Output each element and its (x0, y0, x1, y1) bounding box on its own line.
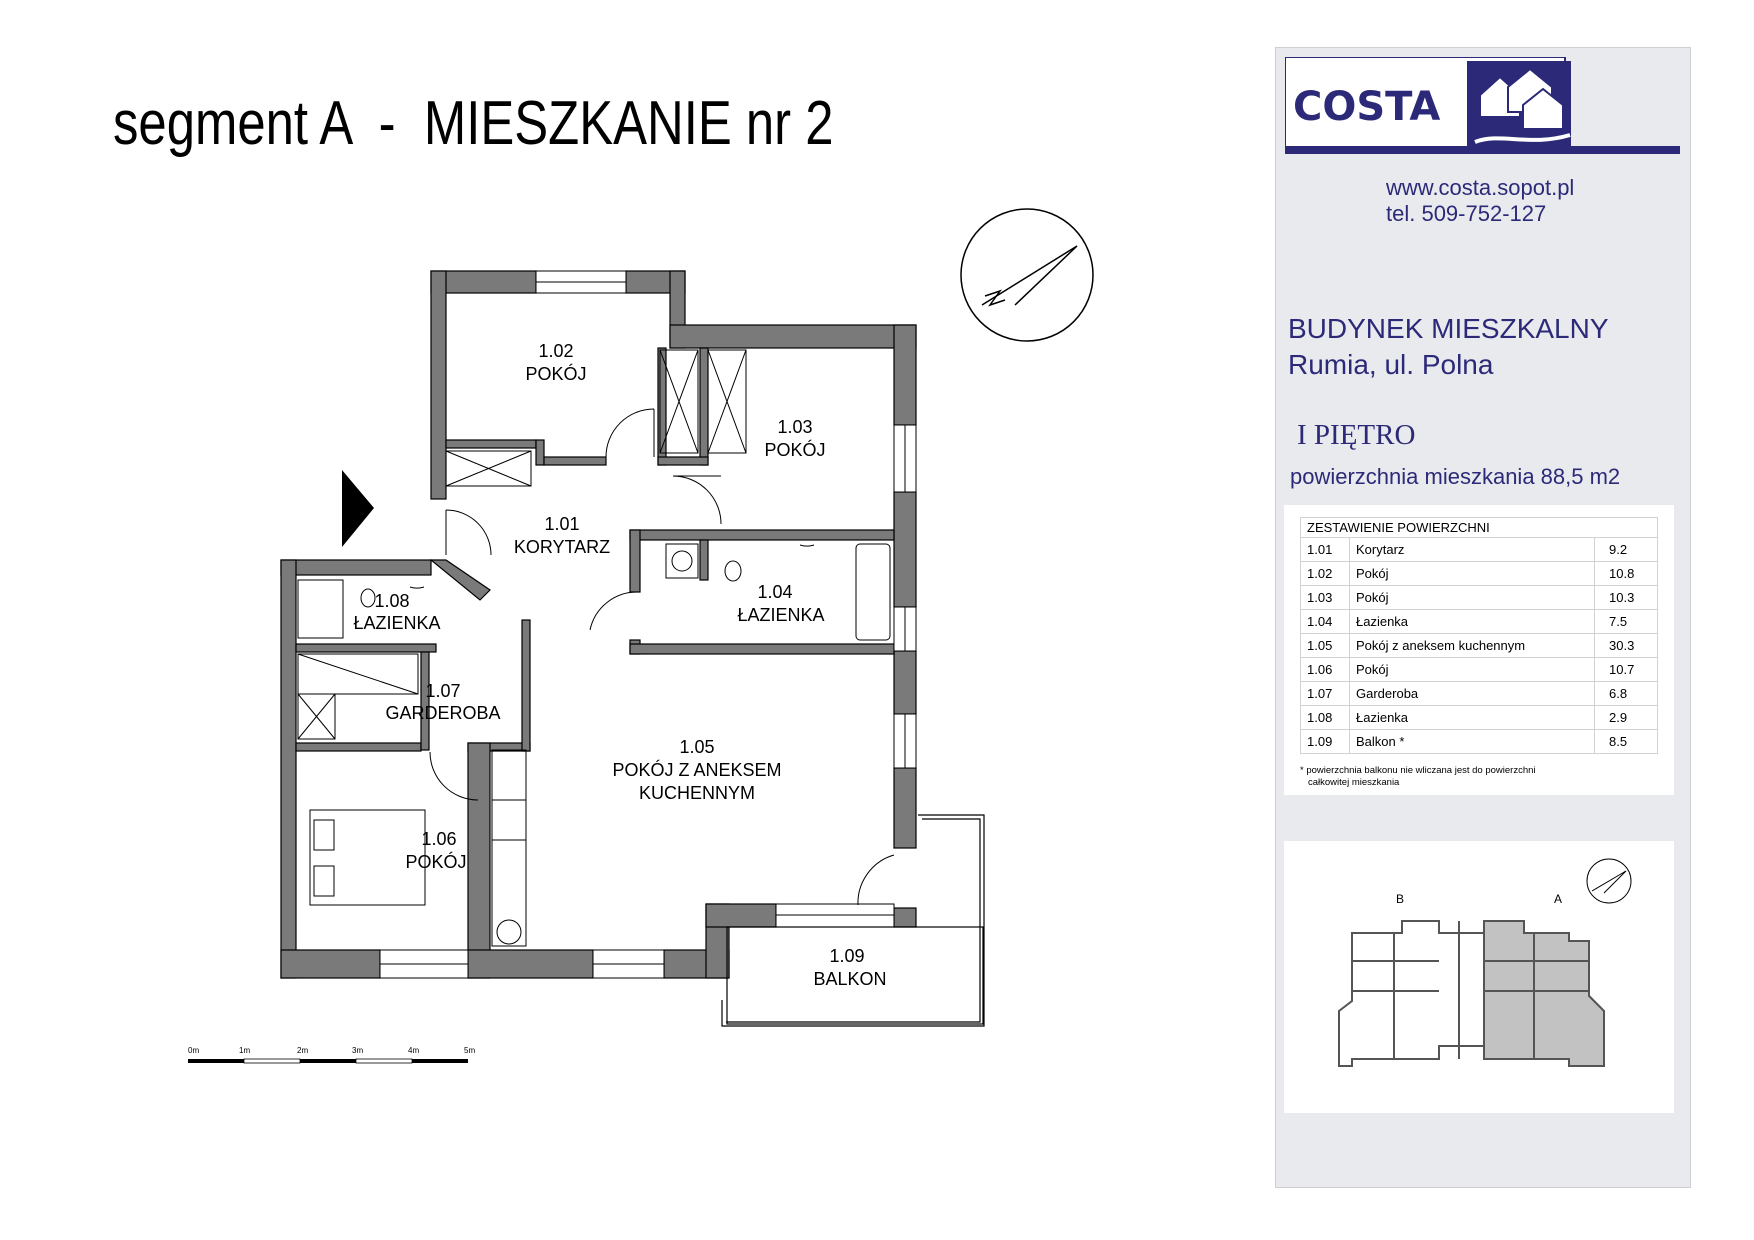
room-name: BALKON (813, 969, 886, 989)
room-number: 1.04 (757, 582, 792, 602)
wall-segment (295, 643, 437, 653)
wall-segment (467, 742, 491, 979)
scale-bar: 0m 1m 2m 3m 4m 5m (188, 1046, 475, 1064)
wall-segment (893, 650, 917, 715)
wall-segment (280, 559, 432, 576)
keyplan-label-b: B (1396, 892, 1404, 906)
floor-label: I PIĘTRO (1297, 419, 1416, 451)
page-title: segment A - MIESZKANIE nr 2 (113, 89, 834, 158)
wall-segment (430, 270, 447, 500)
wall-segment (705, 903, 777, 928)
room-number: 1.07 (425, 681, 460, 701)
wall-segment (429, 559, 491, 601)
mini-compass-icon (1586, 858, 1632, 904)
phone-number[interactable]: tel. 509-752-127 (1386, 201, 1547, 226)
building-name: BUDYNEK MIESZKALNY (1288, 313, 1609, 344)
wall-segment (431, 499, 446, 559)
footnote-line: * powierzchnia balkonu nie wliczana jest… (1300, 765, 1536, 776)
room-name: POKÓJ (764, 439, 825, 460)
wall-segment (669, 324, 917, 349)
room-number: 1.03 (777, 417, 812, 437)
scale-label: 0m (188, 1046, 199, 1055)
wall-segment (893, 907, 917, 928)
houses-icon (1467, 61, 1571, 151)
wall-segment (629, 529, 641, 593)
website-link[interactable]: www.costa.sopot.pl (1386, 175, 1575, 200)
wall-segment (521, 619, 531, 752)
room-number: 1.02 (538, 341, 573, 361)
wall-segment (893, 491, 917, 608)
room-name: POKÓJ Z ANEKSEM (612, 759, 781, 780)
keyplan-label-a: A (1554, 892, 1562, 906)
wall-segment (657, 456, 709, 466)
wall-segment (629, 643, 895, 655)
footnote-line: całkowitej mieszkania (1308, 777, 1400, 788)
scale-label: 4m (408, 1046, 419, 1055)
floor-plan: 1.02 POKÓJ 1.03 POKÓJ 1.01 KORYTARZ 1.04… (188, 208, 1094, 1064)
room-number: 1.06 (421, 829, 456, 849)
key-plan: B A (1284, 841, 1674, 1113)
room-name: GARDEROBA (385, 703, 500, 723)
room-name: KORYTARZ (514, 537, 610, 557)
room-number: 1.08 (374, 591, 409, 611)
wall-segment (430, 270, 537, 294)
wall-segment (535, 439, 545, 466)
wall-segment (699, 539, 709, 581)
walls (280, 270, 917, 979)
scale-label: 3m (352, 1046, 363, 1055)
scale-label: 5m (464, 1046, 475, 1055)
wall-segment (280, 949, 381, 979)
costa-logo: COSTA (1285, 57, 1680, 154)
room-name: ŁAZIENKA (353, 613, 440, 633)
windows (379, 270, 917, 979)
room-name: ŁAZIENKA (737, 605, 824, 625)
wall-segment (467, 949, 594, 979)
wall-segment (629, 529, 895, 541)
wall-segment (295, 742, 422, 752)
keyplan-building (1338, 920, 1605, 1067)
apartment-area: powierzchnia mieszkania 88,5 m2 (1290, 464, 1621, 489)
wall-segment (420, 651, 430, 751)
north-compass-icon (960, 208, 1094, 342)
room-number: 1.05 (679, 737, 714, 757)
entry-arrow-icon (342, 470, 374, 547)
wall-segment (893, 324, 917, 426)
wall-segment (543, 456, 607, 466)
wall-segment (699, 347, 709, 466)
logo-text: COSTA (1293, 84, 1440, 130)
balcony (721, 814, 985, 1027)
wall-segment (445, 439, 537, 449)
scale-label: 1m (239, 1046, 250, 1055)
table-title: ZESTAWIENIE POWIERZCHNI (1300, 517, 1658, 538)
room-name: POKÓJ (405, 851, 466, 872)
room-name: POKÓJ (525, 363, 586, 384)
room-name-2: KUCHENNYM (639, 783, 755, 803)
room-number: 1.09 (829, 946, 864, 966)
balcony-footnote: * powierzchnia balkonu nie wliczana jest… (1300, 765, 1660, 789)
wall-segment (280, 559, 297, 979)
building-location: Rumia, ul. Polna (1288, 349, 1494, 380)
doors-and-fixtures (297, 349, 895, 947)
wall-segment (893, 767, 917, 849)
scale-label: 2m (297, 1046, 308, 1055)
room-number: 1.01 (544, 514, 579, 534)
